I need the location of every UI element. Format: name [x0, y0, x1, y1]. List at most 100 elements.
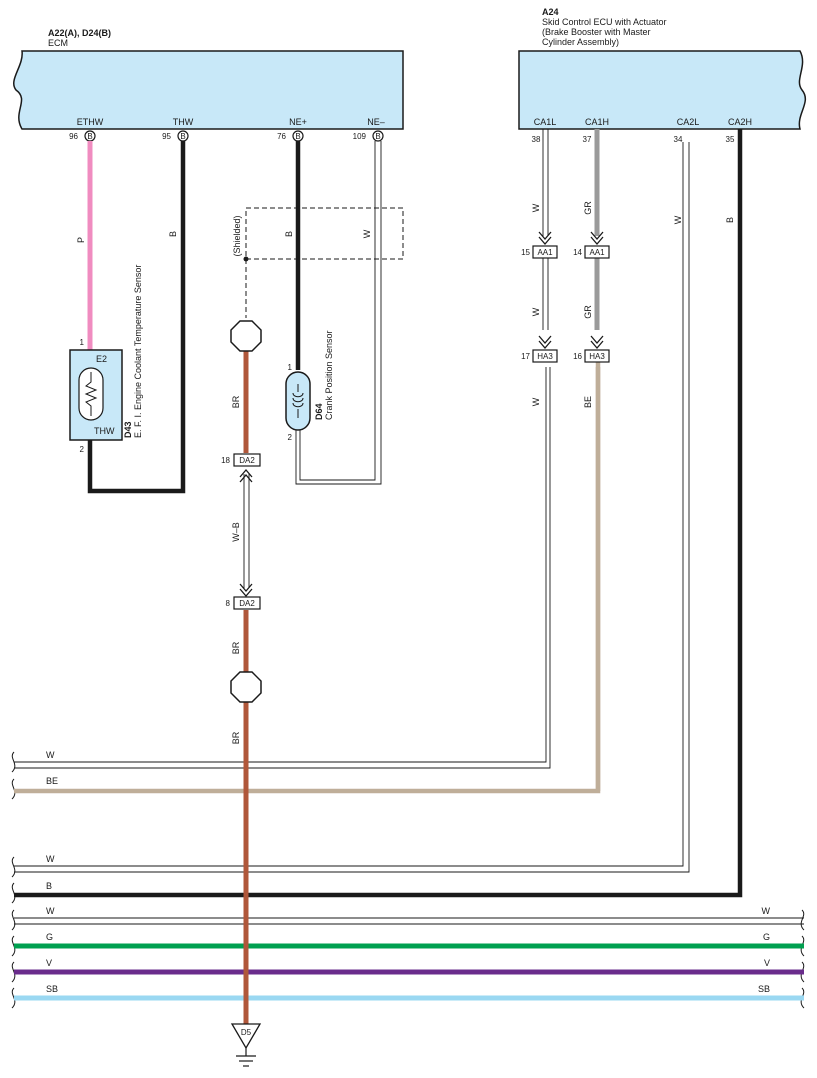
skid-pin-38: 38	[532, 135, 541, 144]
ground-icon	[236, 1048, 256, 1067]
d64-pin-1: 1	[288, 363, 293, 372]
bus-label-v-right: V	[764, 958, 770, 968]
da2-bottom-box	[233, 596, 261, 610]
chevron-down-icon	[538, 231, 552, 245]
ecm-code: A22(A), D24(B)	[48, 28, 111, 38]
ecm-connector-circle	[372, 130, 384, 142]
ecm-pin-96: 96	[69, 132, 78, 141]
aa1-right-pin: 14	[573, 248, 582, 257]
skid-label-be-lower: BE	[583, 396, 593, 408]
aa1-left-name: AA1	[537, 248, 553, 257]
splice-octagon-bottom	[230, 671, 262, 703]
ha3-right-box	[584, 349, 610, 363]
chevron-down-icon	[239, 583, 253, 597]
ecm-pin-76: 76	[277, 132, 286, 141]
ground-label: D5	[241, 1028, 252, 1037]
wire-label-p: P	[76, 237, 86, 243]
aa1-left-box	[532, 245, 558, 259]
ha3-right-pin: 16	[573, 352, 582, 361]
wire-label-b-thw: B	[168, 231, 178, 237]
wire-label-wb: W–B	[231, 522, 241, 542]
d43-pin-1: 1	[80, 338, 85, 347]
chevron-down-icon	[590, 231, 604, 245]
wire-thw-black	[87, 141, 186, 494]
skid-ecu-name-1: Skid Control ECU with Actuator	[542, 17, 667, 27]
thermistor-icon	[78, 367, 104, 421]
ecm-terminal-ne-plus: NE+	[289, 117, 307, 127]
d64-pin-2: 2	[288, 433, 293, 442]
skid-terminal-ca1l: CA1L	[534, 117, 557, 127]
skid-terminal-ca2l: CA2L	[677, 117, 700, 127]
ecm-conn-b: B	[180, 132, 185, 141]
splice-octagon-top	[230, 320, 262, 352]
aa1-right-box	[584, 245, 610, 259]
bus-label-sb-right: SB	[758, 984, 770, 994]
ecm-conn-b: B	[295, 132, 300, 141]
skid-label-gr-mid: GR	[583, 305, 593, 319]
skid-label-b-ca2h: B	[725, 217, 735, 223]
ecm-terminal-ethw: ETHW	[77, 117, 104, 127]
skid-ecu-name-3: Cylinder Assembly)	[542, 37, 619, 47]
d43-name: E. F. I. Engine Coolant Temperature Sens…	[133, 265, 143, 438]
skid-ecu-component-box	[518, 50, 807, 130]
wire-wb	[243, 474, 250, 588]
ecm-pin-109: 109	[353, 132, 367, 141]
skid-label-w-lower: W	[531, 397, 541, 406]
ha3-left-name: HA3	[537, 352, 553, 361]
aa1-left-pin: 15	[521, 248, 530, 257]
skid-label-w-mid: W	[531, 307, 541, 316]
skid-label-w-ca2l: W	[673, 215, 683, 224]
bus-break-marks	[11, 751, 805, 1009]
skid-pin-35: 35	[726, 135, 735, 144]
wire-ne-minus-white	[295, 141, 382, 485]
d64-code: D64	[314, 403, 324, 420]
coil-icon	[292, 384, 304, 418]
chevron-down-icon	[590, 335, 604, 349]
bus-label-b: B	[46, 881, 52, 891]
bus-label-sb: SB	[46, 984, 58, 994]
chevron-up-icon	[239, 469, 253, 483]
wire-w-ca2l	[14, 142, 690, 873]
ecm-component-box	[13, 50, 404, 130]
skid-ecu-code: A24	[542, 7, 559, 17]
bus-label-v: V	[46, 958, 52, 968]
wire-w-bus	[14, 917, 804, 925]
wire-ca1l-upper	[542, 129, 549, 330]
wire-b-ca2h	[14, 129, 743, 898]
wire-label-b-ne: B	[284, 231, 294, 237]
d43-term-e2: E2	[96, 354, 107, 364]
wire-label-br-3: BR	[231, 731, 241, 744]
bus-label-be: BE	[46, 776, 58, 786]
resistor-icon	[84, 372, 98, 416]
da2-top-pin: 18	[221, 456, 230, 465]
wire-w-ca1l	[14, 367, 551, 769]
da2-bottom-name: DA2	[239, 599, 255, 608]
crank-sensor-body	[285, 371, 311, 431]
ecm-name: ECM	[48, 38, 68, 48]
bus-label-g-right: G	[763, 932, 770, 942]
skid-label-gr-upper: GR	[583, 201, 593, 215]
wire-label-w-ne: W	[362, 229, 372, 238]
skid-terminal-ca2h: CA2H	[728, 117, 752, 127]
da2-bottom-pin: 8	[226, 599, 231, 608]
ecm-terminal-thw: THW	[173, 117, 194, 127]
ground-triangle	[230, 1023, 262, 1050]
shield-box	[245, 207, 404, 260]
d64-name: Crank Position Sensor	[324, 330, 334, 420]
bus-label-w1: W	[46, 750, 55, 760]
bus-label-g: G	[46, 932, 53, 942]
d43-pin-2: 2	[80, 445, 85, 454]
skid-label-w-upper: W	[531, 203, 541, 212]
ecm-pin-95: 95	[162, 132, 171, 141]
ha3-left-box	[532, 349, 558, 363]
ecm-conn-b: B	[375, 132, 380, 141]
d43-term-thw: THW	[94, 426, 115, 436]
skid-ecu-name-2: (Brake Booster with Master	[542, 27, 651, 37]
skid-terminal-ca1h: CA1H	[585, 117, 609, 127]
ecm-conn-b: B	[87, 132, 92, 141]
bus-label-w-right: W	[762, 906, 771, 916]
ha3-right-name: HA3	[589, 352, 605, 361]
ha3-left-pin: 17	[521, 352, 530, 361]
aa1-right-name: AA1	[589, 248, 605, 257]
da2-top-box	[233, 453, 261, 467]
